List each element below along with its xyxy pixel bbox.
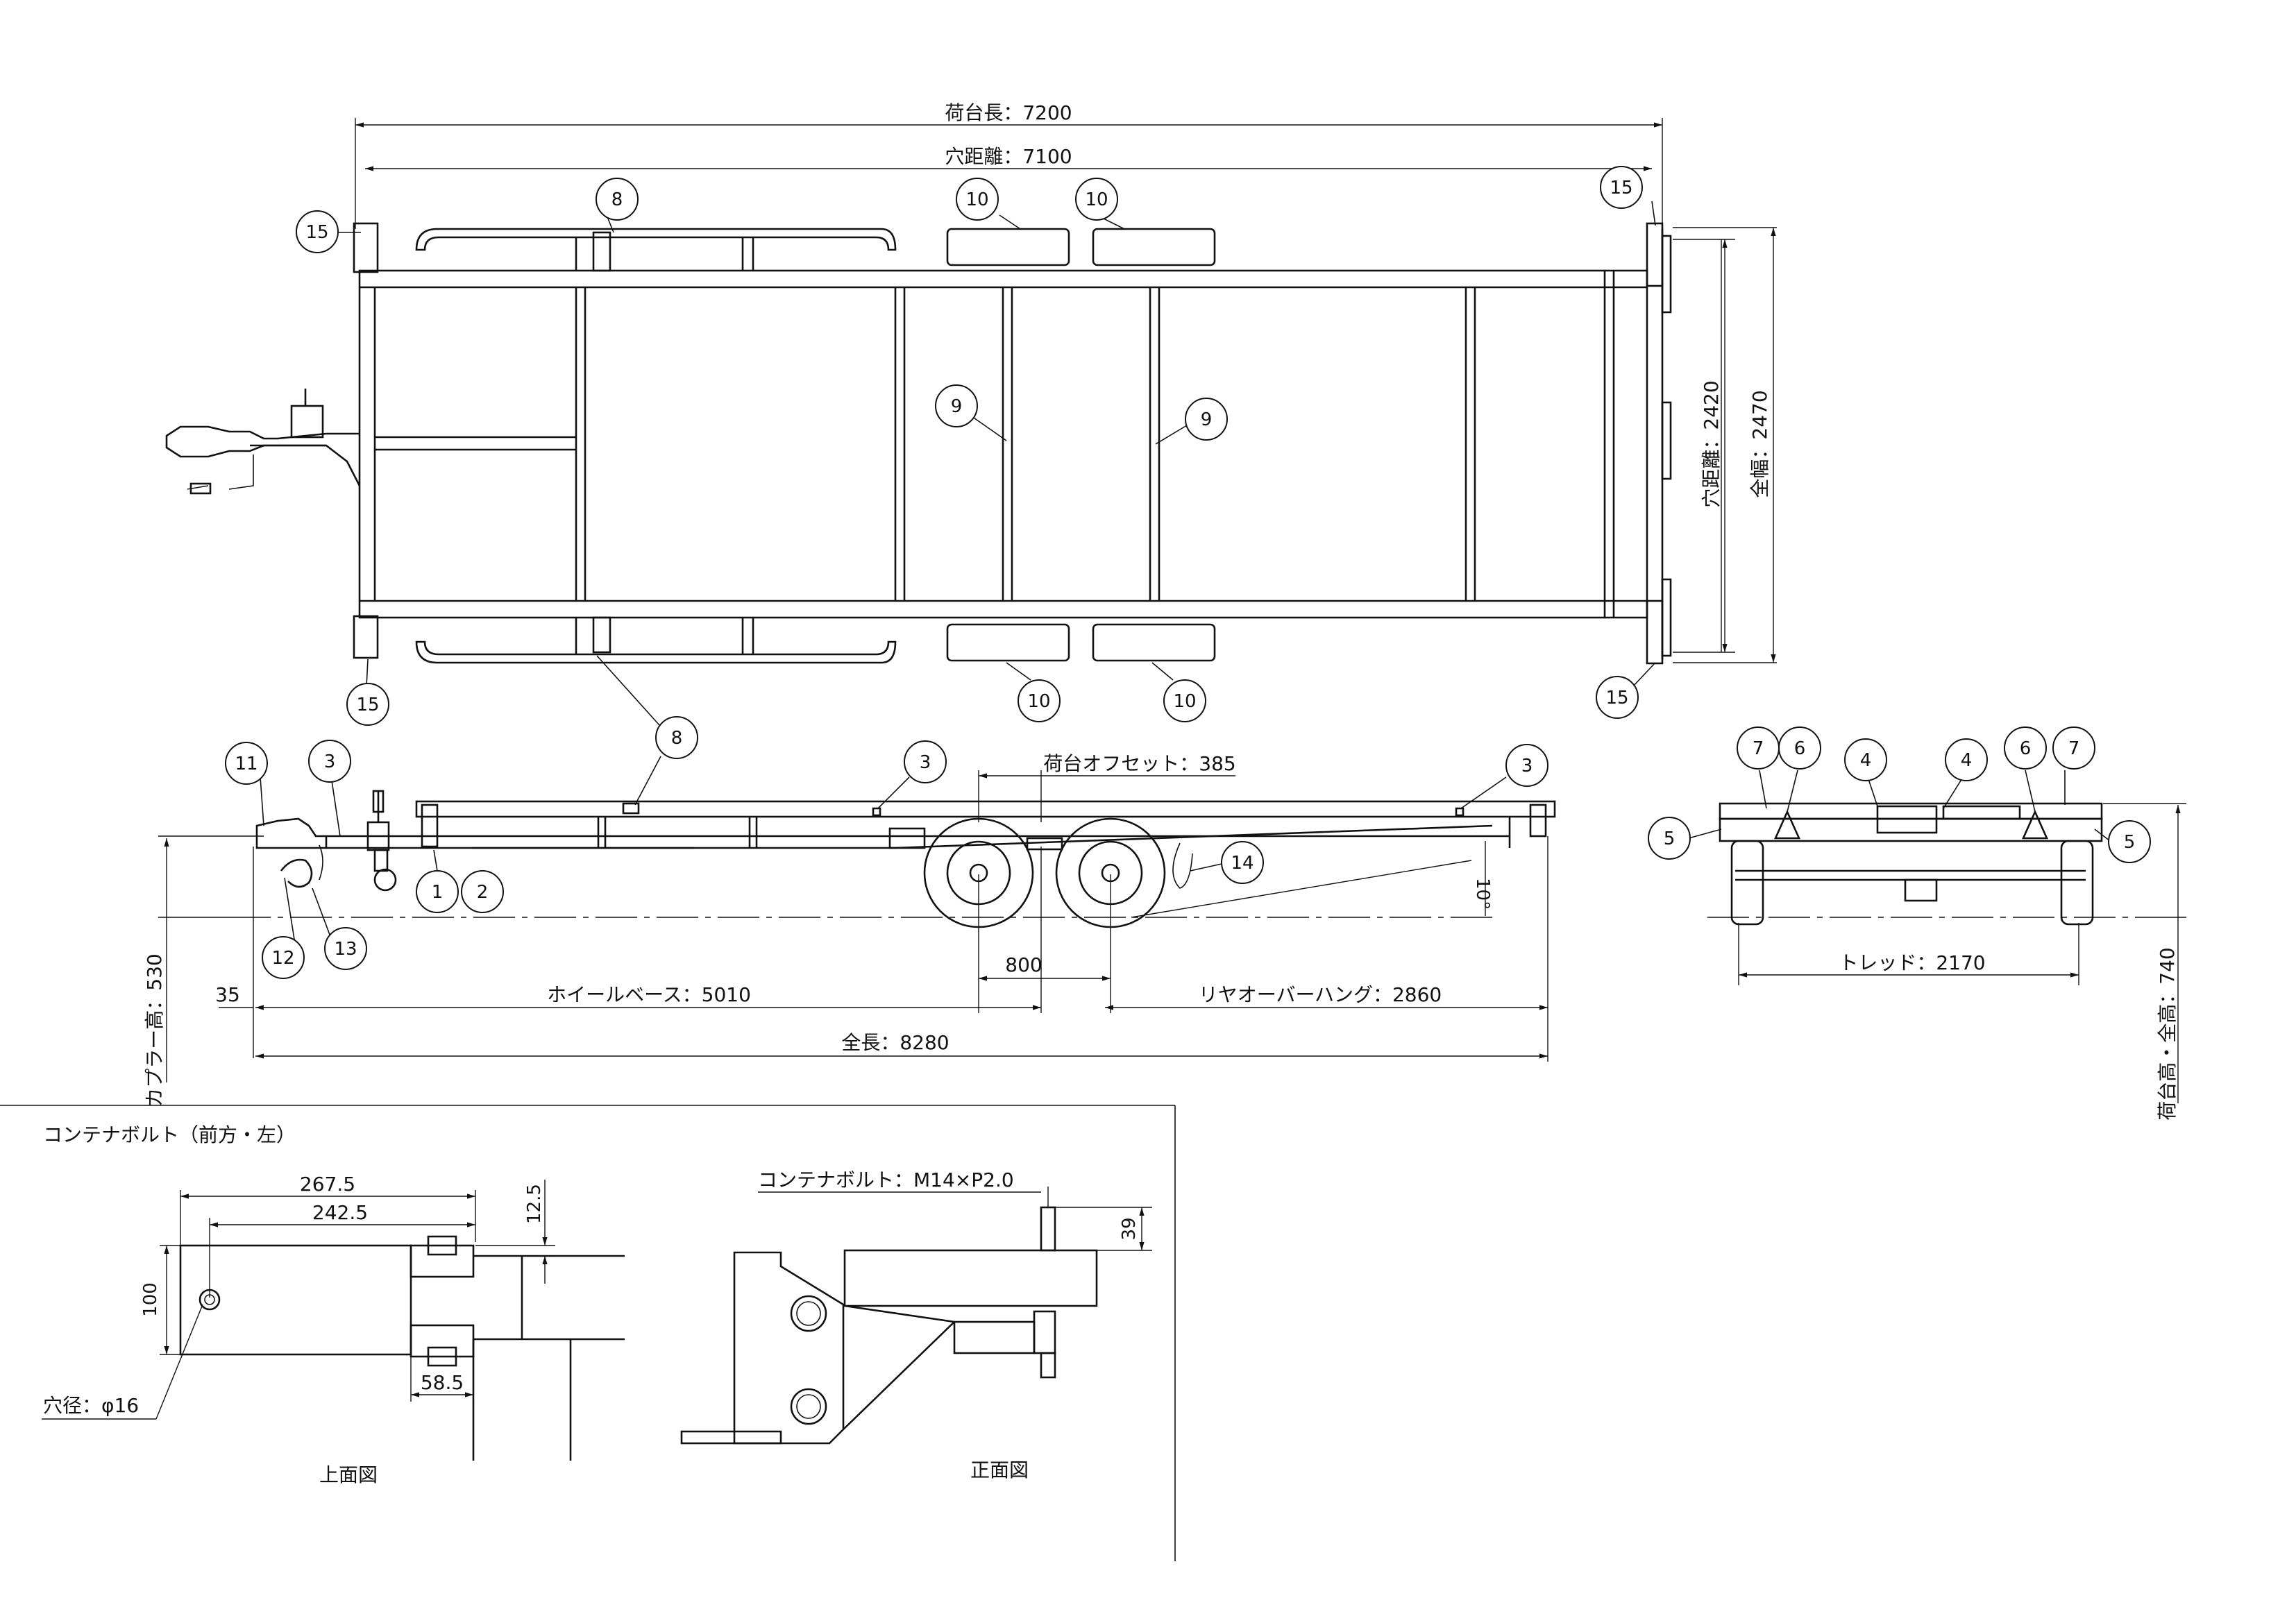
balloon-8-b: 8 bbox=[671, 728, 683, 749]
dim-deck-offset: 荷台オフセット：385 bbox=[1043, 752, 1235, 775]
balloon-3-a: 3 bbox=[324, 751, 336, 772]
dim-axle-spacing: 800 bbox=[1005, 953, 1042, 976]
balloon-5-b: 5 bbox=[2124, 832, 2136, 853]
side-view: 10° 荷台オフセット：385 800 ホイールベース：5010 リヤオーバーハ… bbox=[143, 740, 1556, 1107]
detail-dim-267: 267.5 bbox=[300, 1173, 355, 1196]
balloon-9-a: 9 bbox=[951, 396, 963, 417]
dim-deck-length: 荷台長：7200 bbox=[945, 101, 1072, 124]
plan-view: 荷台長：7200 穴距離：7100 bbox=[165, 101, 1777, 759]
balloon-13: 13 bbox=[334, 939, 357, 960]
balloon-15-d: 15 bbox=[1605, 688, 1628, 708]
balloon-15-a: 15 bbox=[305, 222, 328, 243]
balloon-4-b: 4 bbox=[1961, 750, 1973, 771]
detail-dim-39: 39 bbox=[1119, 1217, 1140, 1240]
plan-balloons: 15 8 10 10 15 9 9 15 8 10 10 15 bbox=[296, 166, 1643, 759]
balloon-4-a: 4 bbox=[1860, 750, 1872, 771]
balloon-12: 12 bbox=[271, 948, 294, 969]
dim-overall-length: 全長：8280 bbox=[841, 1031, 949, 1054]
balloon-5-a: 5 bbox=[1664, 829, 1675, 849]
dim-wheelbase: ホイールベース：5010 bbox=[547, 983, 751, 1006]
detail-hole-dia: 穴径：φ16 bbox=[43, 1394, 139, 1417]
dim-angle: 10° bbox=[1472, 878, 1493, 910]
balloon-6-a: 6 bbox=[1794, 738, 1806, 759]
dim-front-35: 35 bbox=[215, 983, 240, 1006]
rear-view: 7 6 4 4 6 7 5 5 トレッド：2170 荷台高・全高：740 bbox=[1648, 726, 2186, 1121]
dim-deck-height: 荷台高・全高：740 bbox=[2156, 947, 2179, 1120]
balloon-15-b: 15 bbox=[1610, 178, 1632, 198]
balloon-1: 1 bbox=[432, 882, 444, 903]
detail-dim-58: 58.5 bbox=[421, 1371, 464, 1394]
detail-dim-12: 12.5 bbox=[524, 1184, 545, 1224]
dim-overall-width: 全幅：2470 bbox=[1748, 390, 1771, 498]
container-bolt-detail: コンテナボルト（前方・左） 267.5 242.5 12.5 100 58.5 bbox=[0, 1105, 1176, 1561]
detail-title: コンテナボルト（前方・左） bbox=[43, 1123, 296, 1146]
dim-tread: トレッド：2170 bbox=[1839, 951, 1985, 974]
detail-dim-100: 100 bbox=[140, 1282, 161, 1317]
balloon-8-a: 8 bbox=[611, 189, 623, 210]
balloon-7-a: 7 bbox=[1753, 738, 1764, 759]
balloon-11: 11 bbox=[235, 754, 258, 774]
dim-coupler-height: カプラー高：530 bbox=[143, 953, 166, 1107]
balloon-10-b: 10 bbox=[1085, 189, 1108, 210]
balloon-9-b: 9 bbox=[1201, 409, 1213, 430]
dim-hole-pitch-width: 穴距離：2420 bbox=[1700, 380, 1723, 507]
detail-bolt-spec: コンテナボルト：M14×P2.0 bbox=[758, 1169, 1014, 1191]
balloon-15-c: 15 bbox=[356, 695, 379, 715]
detail-dim-242: 242.5 bbox=[312, 1201, 368, 1224]
balloon-2: 2 bbox=[477, 882, 489, 903]
balloon-10-a: 10 bbox=[965, 189, 988, 210]
balloon-6-b: 6 bbox=[2020, 738, 2032, 759]
balloon-3-b: 3 bbox=[920, 752, 931, 773]
dim-hole-pitch: 穴距離：7100 bbox=[945, 145, 1072, 168]
balloon-10-d: 10 bbox=[1173, 691, 1196, 712]
balloon-10-c: 10 bbox=[1027, 691, 1050, 712]
balloon-14: 14 bbox=[1231, 853, 1253, 874]
balloon-7-b: 7 bbox=[2068, 738, 2080, 759]
balloon-3-c: 3 bbox=[1521, 756, 1533, 776]
detail-top-view-label: 上面図 bbox=[319, 1463, 378, 1486]
dim-rear-overhang: リヤオーバーハング：2860 bbox=[1199, 983, 1442, 1006]
detail-front-view-label: 正面図 bbox=[970, 1459, 1029, 1481]
